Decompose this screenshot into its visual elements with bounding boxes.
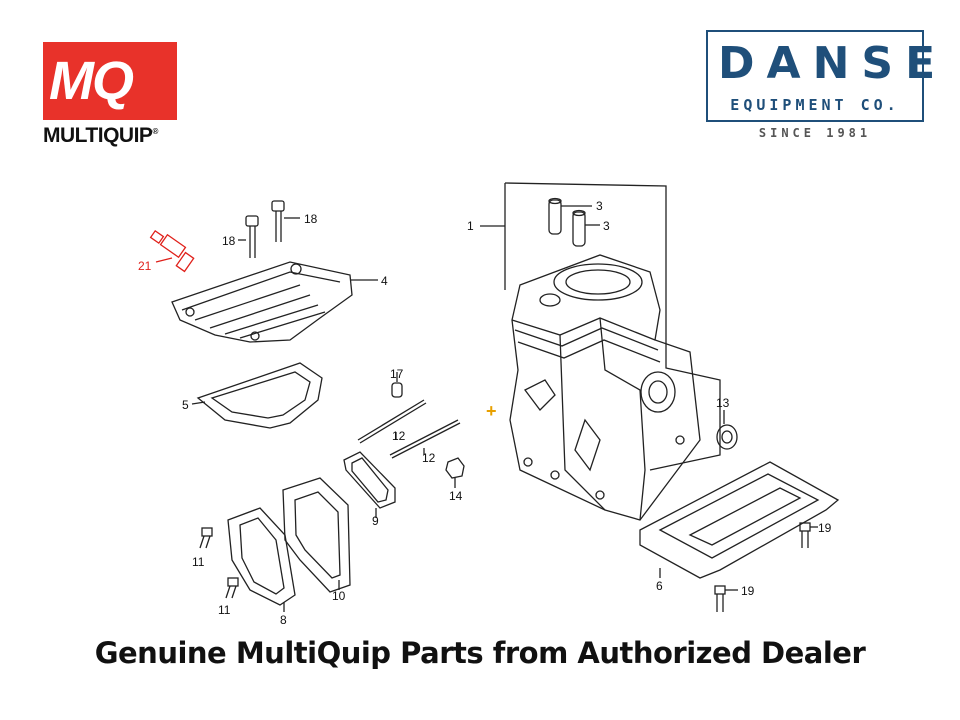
nut-14: [445, 457, 465, 488]
block-bracket: [480, 182, 721, 471]
studs-12: [357, 399, 461, 459]
multiquip-text: MULTIQUIP: [43, 124, 153, 147]
part-label: 8: [280, 613, 287, 627]
gasket-10: [282, 477, 351, 593]
multiquip-wordmark: MULTIQUIP®: [43, 124, 158, 148]
registered-mark: ®: [152, 127, 158, 136]
part-label: 19: [818, 521, 832, 535]
mq-letters: MQ: [49, 51, 134, 111]
part-label: 3: [596, 199, 603, 213]
dealer-name: DANSE: [718, 38, 948, 89]
part-label: 14: [449, 489, 463, 503]
bolts-18: [238, 200, 300, 258]
base-plate-6: [639, 461, 840, 579]
part-label: 13: [716, 396, 730, 410]
part-label: 4: [381, 274, 388, 288]
part-label: 3: [603, 219, 610, 233]
dealer-subtitle: EQUIPMENT CO.: [730, 96, 900, 114]
part-label: 17: [390, 367, 404, 381]
bolts-11: [199, 527, 239, 599]
caption: Genuine MultiQuip Parts from Authorized …: [94, 636, 866, 670]
part-label: 12: [422, 451, 436, 465]
part-label: 11: [218, 603, 231, 617]
bolts-19: [714, 522, 818, 612]
part-label: 18: [304, 212, 318, 226]
part-label: 5: [182, 398, 189, 412]
gasket-5: [191, 362, 323, 429]
danse-logo: DANSE EQUIPMENT CO.: [706, 30, 948, 122]
part-label: 10: [332, 589, 346, 603]
spark-plug-21: [149, 229, 195, 273]
part-label: 19: [741, 584, 755, 598]
multiquip-logo: MQ MULTIQUIP®: [43, 42, 179, 150]
part-label: 12: [392, 429, 406, 443]
part-label: 6: [656, 579, 663, 593]
cover-plate: [171, 261, 378, 343]
gasket-9: [343, 451, 396, 518]
mq-logo-mark: MQ: [43, 42, 177, 120]
side-cover-8: [227, 507, 296, 612]
dealer-since: SINCE 1981: [758, 126, 872, 140]
cylinder-block: [509, 254, 701, 521]
part-label: 18: [222, 234, 236, 248]
dowel-pins: [548, 197, 600, 247]
oil-seal-13: [716, 410, 738, 450]
part-label-highlighted: 21: [138, 259, 152, 273]
part-label: 11: [192, 555, 205, 569]
part-labels: 1 3 3 4 5 6 8 9 10 11 11 12 12 13 14 17 …: [138, 199, 832, 627]
part-label: 1: [467, 219, 474, 233]
center-marker: +: [486, 401, 497, 421]
pin-17: [391, 372, 403, 398]
part-label: 9: [372, 514, 379, 528]
